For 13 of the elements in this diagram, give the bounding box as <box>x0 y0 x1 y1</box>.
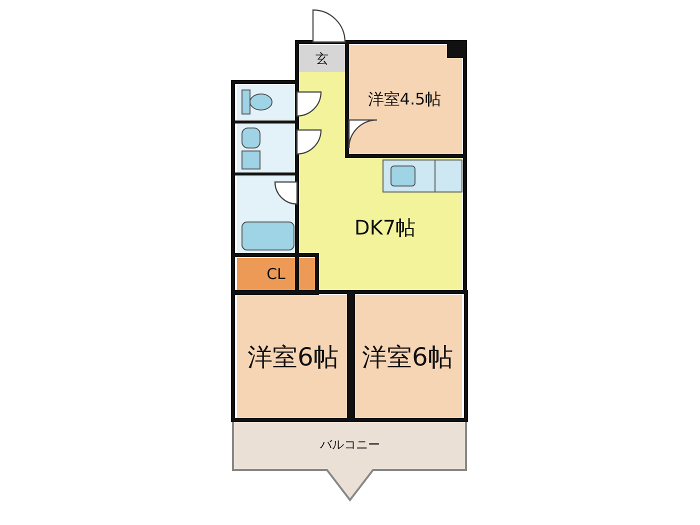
balcony <box>233 420 466 500</box>
room-label: 洋室6帖 <box>248 341 338 373</box>
room <box>237 295 349 418</box>
closet <box>237 258 315 290</box>
room-label: 玄 <box>316 50 328 68</box>
room <box>347 45 462 155</box>
entrance-area <box>297 45 347 72</box>
room <box>353 295 462 418</box>
room-label: CL <box>266 265 286 283</box>
room-label: 洋室4.5帖 <box>368 90 442 110</box>
room-label: DK7帖 <box>354 214 416 242</box>
room-label: 洋室6帖 <box>362 341 453 373</box>
room-label: バルコニー <box>320 436 380 454</box>
